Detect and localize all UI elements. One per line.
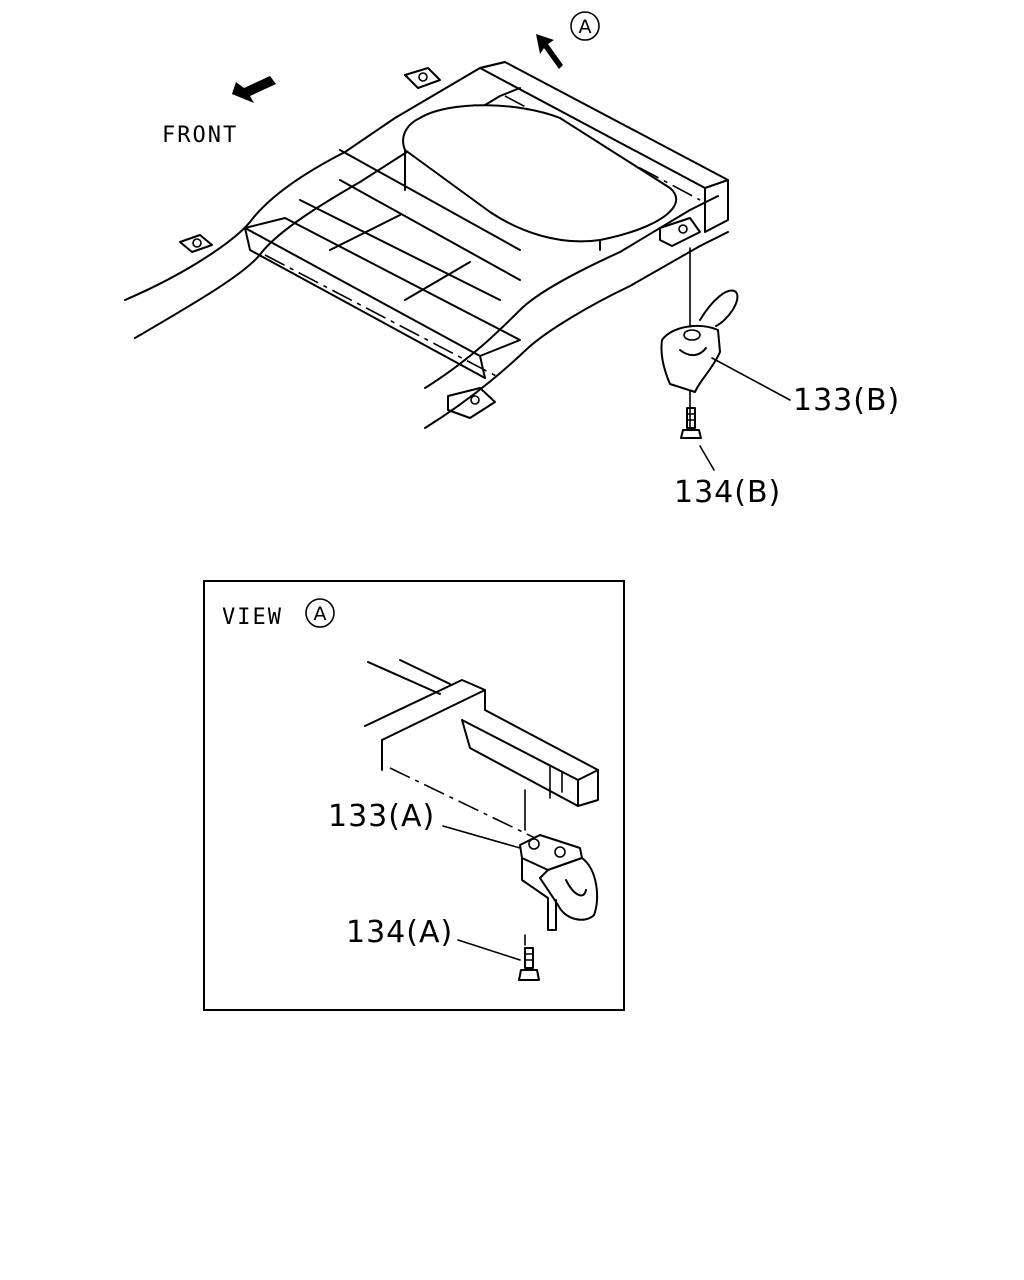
front-arrow-icon	[232, 76, 276, 103]
bolt-a-icon	[518, 947, 540, 981]
view-a-arrow-icon	[536, 34, 563, 69]
view-title: VIEW	[222, 605, 283, 630]
chassis-frame	[124, 61, 729, 431]
bolt-b-icon	[680, 407, 702, 439]
tow-hook-b	[660, 289, 739, 393]
part-label-134b: 134(B)	[674, 475, 781, 510]
svg-text:A: A	[579, 16, 592, 38]
part-label-133b: 133(B)	[793, 383, 900, 418]
view-title-marker: A	[305, 598, 335, 628]
view-a-inset: VIEW A 133(A) 134(A)	[203, 580, 625, 1011]
view-a-marker: A	[570, 11, 600, 41]
svg-text:A: A	[314, 603, 327, 625]
part-label-133a: 133(A)	[328, 799, 435, 834]
part-label-134a: 134(A)	[346, 915, 453, 950]
front-label: FRONT	[162, 123, 238, 148]
